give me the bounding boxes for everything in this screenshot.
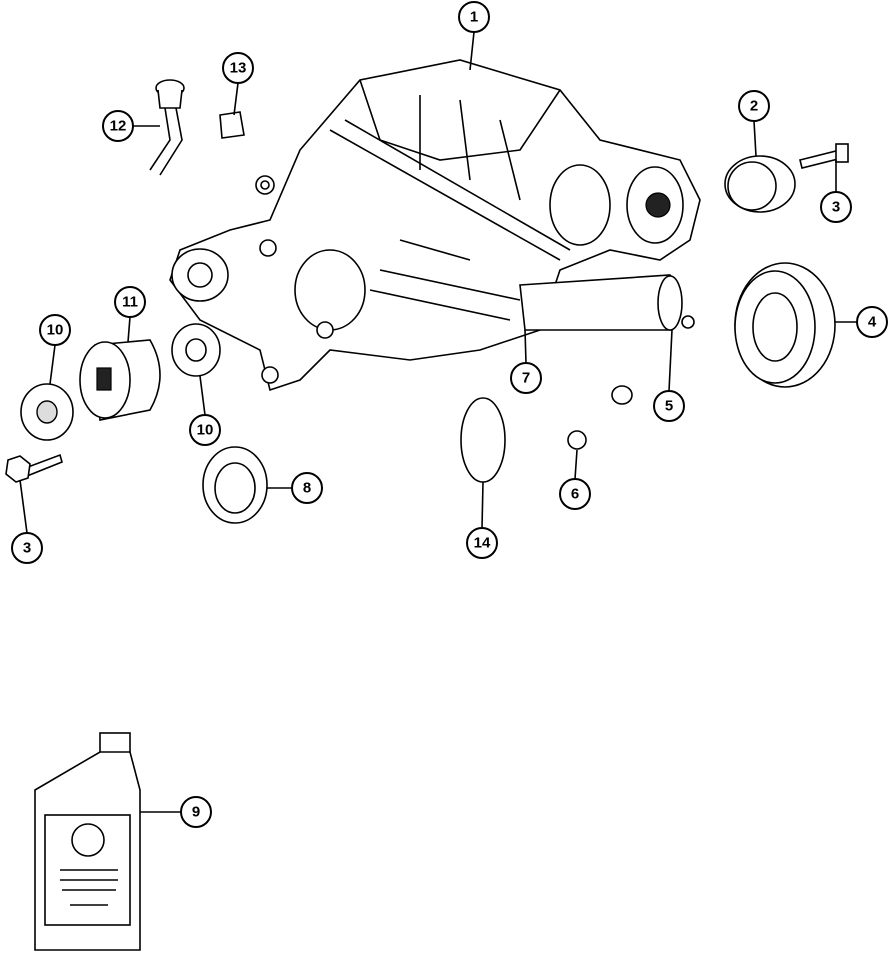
svg-text:8: 8 bbox=[303, 480, 311, 497]
callout-12: 12 bbox=[102, 110, 134, 142]
callout-11: 11 bbox=[114, 286, 146, 318]
callout-1: 1 bbox=[458, 1, 490, 33]
svg-text:10: 10 bbox=[197, 422, 214, 439]
axle-seal bbox=[202, 446, 268, 524]
svg-text:13: 13 bbox=[230, 60, 247, 77]
bushing-right bbox=[724, 155, 796, 213]
vent-hose bbox=[149, 79, 185, 176]
svg-text:5: 5 bbox=[665, 398, 673, 415]
callout-2: 2 bbox=[738, 90, 770, 122]
bushing-left bbox=[79, 339, 161, 421]
svg-text:4: 4 bbox=[868, 314, 877, 331]
plug bbox=[611, 385, 633, 405]
fluid-bottle bbox=[34, 732, 141, 951]
callout-10-left: 10 bbox=[39, 314, 71, 346]
callout-10-center: 10 bbox=[189, 414, 221, 446]
svg-text:11: 11 bbox=[122, 294, 138, 311]
callout-6: 6 bbox=[559, 478, 591, 510]
bearing-cover bbox=[734, 262, 836, 388]
svg-text:1: 1 bbox=[470, 9, 478, 26]
callout-14: 14 bbox=[466, 527, 498, 559]
leader-lines bbox=[19, 31, 857, 813]
callout-8: 8 bbox=[291, 472, 323, 504]
svg-text:12: 12 bbox=[110, 118, 127, 135]
svg-text:7: 7 bbox=[522, 370, 530, 387]
svg-text:10: 10 bbox=[47, 322, 64, 339]
plug bbox=[567, 430, 587, 450]
bolt-left bbox=[5, 453, 63, 483]
callout-4: 4 bbox=[856, 306, 888, 338]
svg-text:2: 2 bbox=[750, 98, 758, 115]
callout-3-right: 3 bbox=[820, 191, 852, 223]
bolt-right bbox=[799, 143, 849, 169]
callout-7: 7 bbox=[510, 362, 542, 394]
svg-text:3: 3 bbox=[832, 199, 840, 216]
callout-13: 13 bbox=[222, 52, 254, 84]
svg-text:9: 9 bbox=[192, 804, 200, 821]
svg-text:6: 6 bbox=[571, 486, 579, 503]
washer-left bbox=[20, 383, 74, 441]
washer-center bbox=[171, 323, 221, 377]
svg-text:3: 3 bbox=[23, 540, 31, 557]
callout-9: 9 bbox=[180, 796, 212, 828]
callout-3-left: 3 bbox=[11, 532, 43, 564]
svg-text:14: 14 bbox=[474, 535, 491, 552]
hose-clip bbox=[219, 111, 245, 139]
actuator-motor bbox=[519, 274, 695, 331]
o-ring bbox=[460, 397, 506, 483]
nut bbox=[255, 175, 275, 195]
rear-differential-housing bbox=[169, 59, 701, 392]
callout-5: 5 bbox=[653, 390, 685, 422]
